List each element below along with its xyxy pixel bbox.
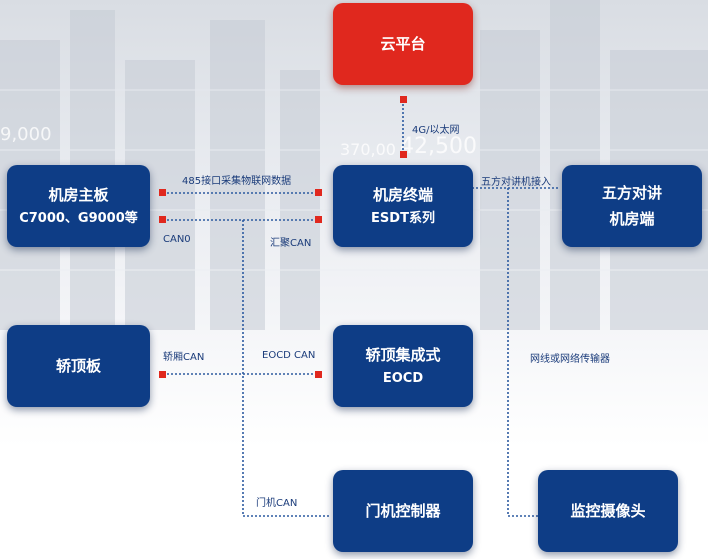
- node-title: 门机控制器: [365, 502, 441, 520]
- eocd-node: 轿顶集成式 EOCD: [333, 325, 473, 407]
- endpoint: [400, 96, 407, 103]
- label-intercom-access: 五方对讲机接入: [481, 177, 551, 188]
- mainboard-node: 机房主板 C7000、G9000等: [7, 165, 150, 247]
- endpoint: [159, 371, 166, 378]
- bg-number-1: 9,000: [0, 124, 52, 145]
- terminal-node: 机房终端 ESDT系列: [333, 165, 473, 247]
- node-title: 监控摄像头: [570, 502, 646, 520]
- node-title: 机房终端: [372, 186, 433, 204]
- car-top-board-node: 轿顶板: [7, 325, 150, 407]
- city-background: [0, 0, 708, 330]
- label-door-can: 门机CAN: [256, 498, 298, 509]
- label-car-can: 轿厢CAN: [163, 352, 205, 363]
- label-eocd-can: EOCD CAN: [262, 350, 316, 361]
- cloud-platform-node: 云平台: [333, 3, 473, 85]
- node-title: 轿顶板: [55, 357, 101, 375]
- label-rs485: 485接口采集物联网数据: [182, 176, 292, 187]
- bg-number-2: 370,00: [340, 140, 396, 159]
- endpoint: [315, 189, 322, 196]
- link-camera: [507, 188, 538, 517]
- node-title: 轿顶集成式: [365, 346, 441, 364]
- label-4g-ethernet: 4G/以太网: [412, 125, 460, 136]
- label-can0: CAN0: [163, 234, 191, 245]
- node-subtitle: EOCD: [382, 371, 424, 386]
- node-subtitle: C7000、G9000等: [19, 211, 138, 226]
- endpoint: [400, 151, 407, 158]
- node-title: 五方对讲: [601, 184, 662, 202]
- label-network-transmitter: 网线或网络传输器: [530, 354, 610, 365]
- node-title: 云平台: [380, 35, 426, 53]
- endpoint: [315, 371, 322, 378]
- endpoint: [315, 216, 322, 223]
- endpoint: [159, 189, 166, 196]
- camera-node: 监控摄像头: [538, 470, 678, 552]
- node-subtitle: ESDT系列: [371, 211, 435, 226]
- door-controller-node: 门机控制器: [333, 470, 473, 552]
- node-title: 机房主板: [48, 186, 109, 204]
- endpoint: [159, 216, 166, 223]
- bg-number-3: 42,500: [400, 134, 477, 159]
- node-subtitle: 机房端: [609, 210, 655, 228]
- label-agg-can: 汇聚CAN: [270, 238, 312, 249]
- intercom-node: 五方对讲 机房端: [562, 165, 702, 247]
